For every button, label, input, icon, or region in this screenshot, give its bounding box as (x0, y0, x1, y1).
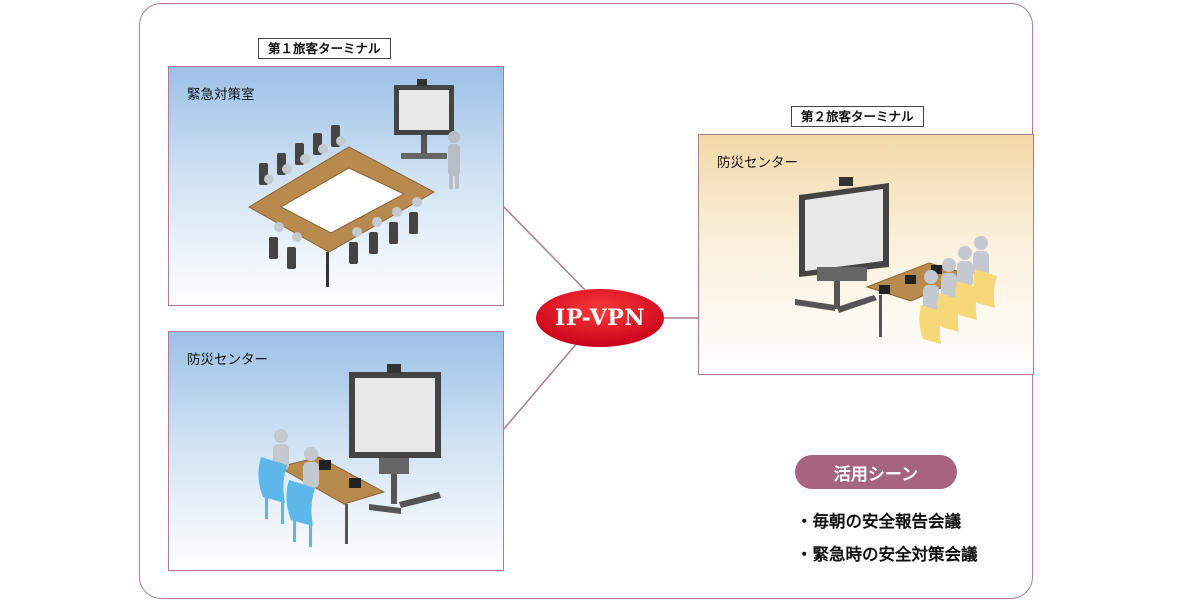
ip-vpn-cloud (536, 289, 664, 347)
disaster-center-illustration (795, 177, 997, 344)
t1-disaster-center-label: 防災センター (187, 352, 268, 368)
link-t1-disaster-center (502, 341, 579, 431)
t2-disaster-center-panel: 防災センター (698, 134, 1034, 375)
t1-disaster-center-panel: 防災センター (168, 331, 504, 571)
terminal2-tag: 第２旅客ターミナル (791, 106, 924, 127)
person (923, 236, 989, 311)
t2-disaster-center-label: 防災センター (717, 155, 798, 171)
emergency-room-label: 緊急対策室 (187, 87, 255, 103)
usage-list: ・毎朝の安全報告会議 ・緊急時の安全対策会議 (796, 505, 978, 571)
chair (258, 457, 315, 547)
usage-title-badge: 活用シーン (795, 455, 957, 489)
person (273, 429, 319, 488)
chair (919, 269, 997, 344)
video-monitor (795, 177, 889, 313)
video-monitor (394, 79, 454, 159)
disaster-center-illustration (258, 364, 441, 547)
laptop-icon (319, 460, 361, 488)
laptop-icon (879, 265, 942, 294)
ip-vpn-label: IP-VPN (555, 305, 645, 331)
terminal1-tag: 第１旅客ターミナル (258, 38, 391, 59)
conference-room-illustration (248, 79, 460, 287)
video-monitor (349, 364, 441, 514)
emergency-room-panel: 緊急対策室 (168, 66, 504, 306)
usage-item: ・毎朝の安全報告会議 (796, 512, 961, 531)
link-emergency-room (502, 205, 586, 291)
standing-person (448, 131, 460, 189)
usage-item: ・緊急時の安全対策会議 (796, 545, 978, 564)
